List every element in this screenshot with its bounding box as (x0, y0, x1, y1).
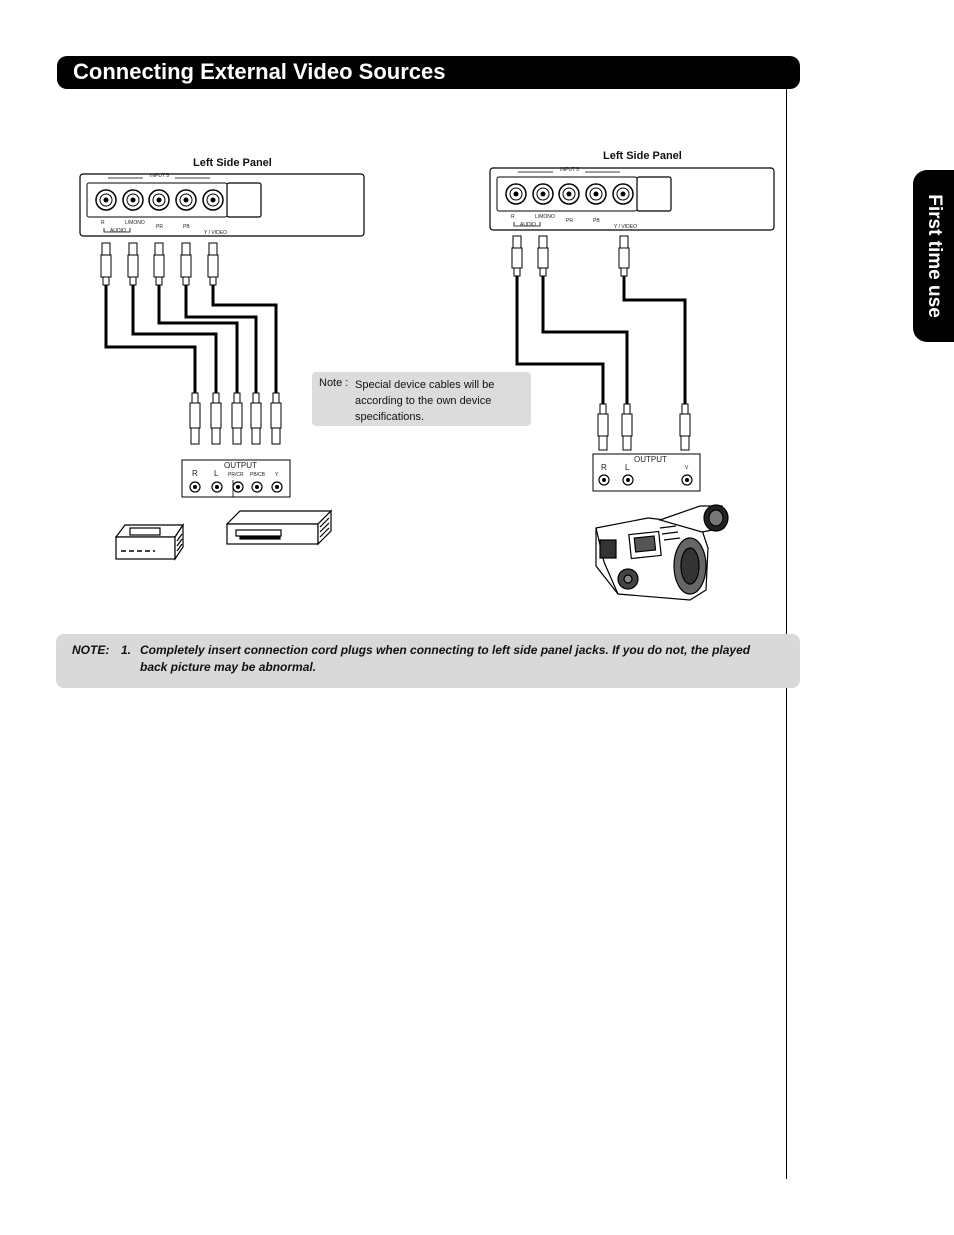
left-side-panel (79, 173, 365, 237)
left-jack-label-pr: PR (156, 224, 163, 230)
left-output-panel (181, 459, 291, 498)
right-output-jack-v: V (685, 465, 689, 471)
left-output-jack-r: R (192, 469, 198, 478)
jack-icon (505, 183, 634, 205)
bottom-note-text: Completely insert connection cord plugs … (140, 643, 751, 674)
right-jack-label-l: L/MONO (535, 214, 555, 220)
right-jack-label-y: Y / VIDEO (614, 224, 637, 230)
device-note-lead: Note : (319, 377, 349, 389)
bottom-note: NOTE: 1. Completely insert connection co… (56, 634, 800, 688)
rca-plug-icon (100, 242, 219, 286)
bottom-note-number: 1. (121, 643, 132, 657)
right-side-panel (489, 167, 775, 231)
left-jack-label-r: R (101, 220, 105, 226)
left-output-jack-y: Y (275, 472, 279, 478)
rca-plug-icon (511, 235, 630, 277)
side-tab: First time use (913, 170, 954, 342)
camcorder-icon (595, 504, 729, 601)
right-cables (515, 276, 687, 404)
title-bar: Connecting External Video Sources (57, 56, 800, 89)
right-jack-label-pr: PR (566, 218, 573, 224)
right-audio-label: AUDIO (520, 222, 536, 228)
left-output-jack-l: L (214, 469, 219, 478)
left-cables (104, 285, 278, 393)
dvd-player-icon (114, 523, 185, 561)
right-output-jack-r: R (601, 463, 607, 472)
left-output-label: OUTPUT (224, 461, 257, 470)
right-panel-label: Left Side Panel (603, 150, 682, 162)
rca-plug-icon (597, 403, 691, 451)
left-output-jack-pb: PB/CB (250, 472, 266, 478)
right-output-jack-l: L (625, 463, 630, 472)
vcr-icon (225, 509, 333, 546)
jack-icon (95, 189, 224, 211)
left-panel-label: Left Side Panel (193, 157, 272, 169)
device-note-text: Special device cables will be according … (355, 379, 495, 423)
right-jack-label-pb: PB (593, 218, 600, 224)
left-jack-label-y: Y / VIDEO (204, 230, 227, 236)
right-jack-label-r: R (511, 214, 515, 220)
rca-plug-icon (189, 392, 282, 445)
left-jack-label-pb: PB (183, 224, 190, 230)
left-input-label: INPUT 5 (150, 173, 170, 179)
right-output-panel (592, 453, 701, 492)
page-title: Connecting External Video Sources (73, 59, 446, 84)
right-output-label: OUTPUT (634, 455, 667, 464)
bottom-note-label: NOTE: (72, 643, 110, 657)
left-output-jack-pr: PR/CR (228, 472, 244, 478)
device-note: Note : Special device cables will be acc… (312, 372, 531, 426)
right-input-label: INPUT 5 (560, 167, 580, 173)
left-jack-label-l: L/MONO (125, 220, 145, 226)
left-audio-label: AUDIO (110, 228, 126, 234)
